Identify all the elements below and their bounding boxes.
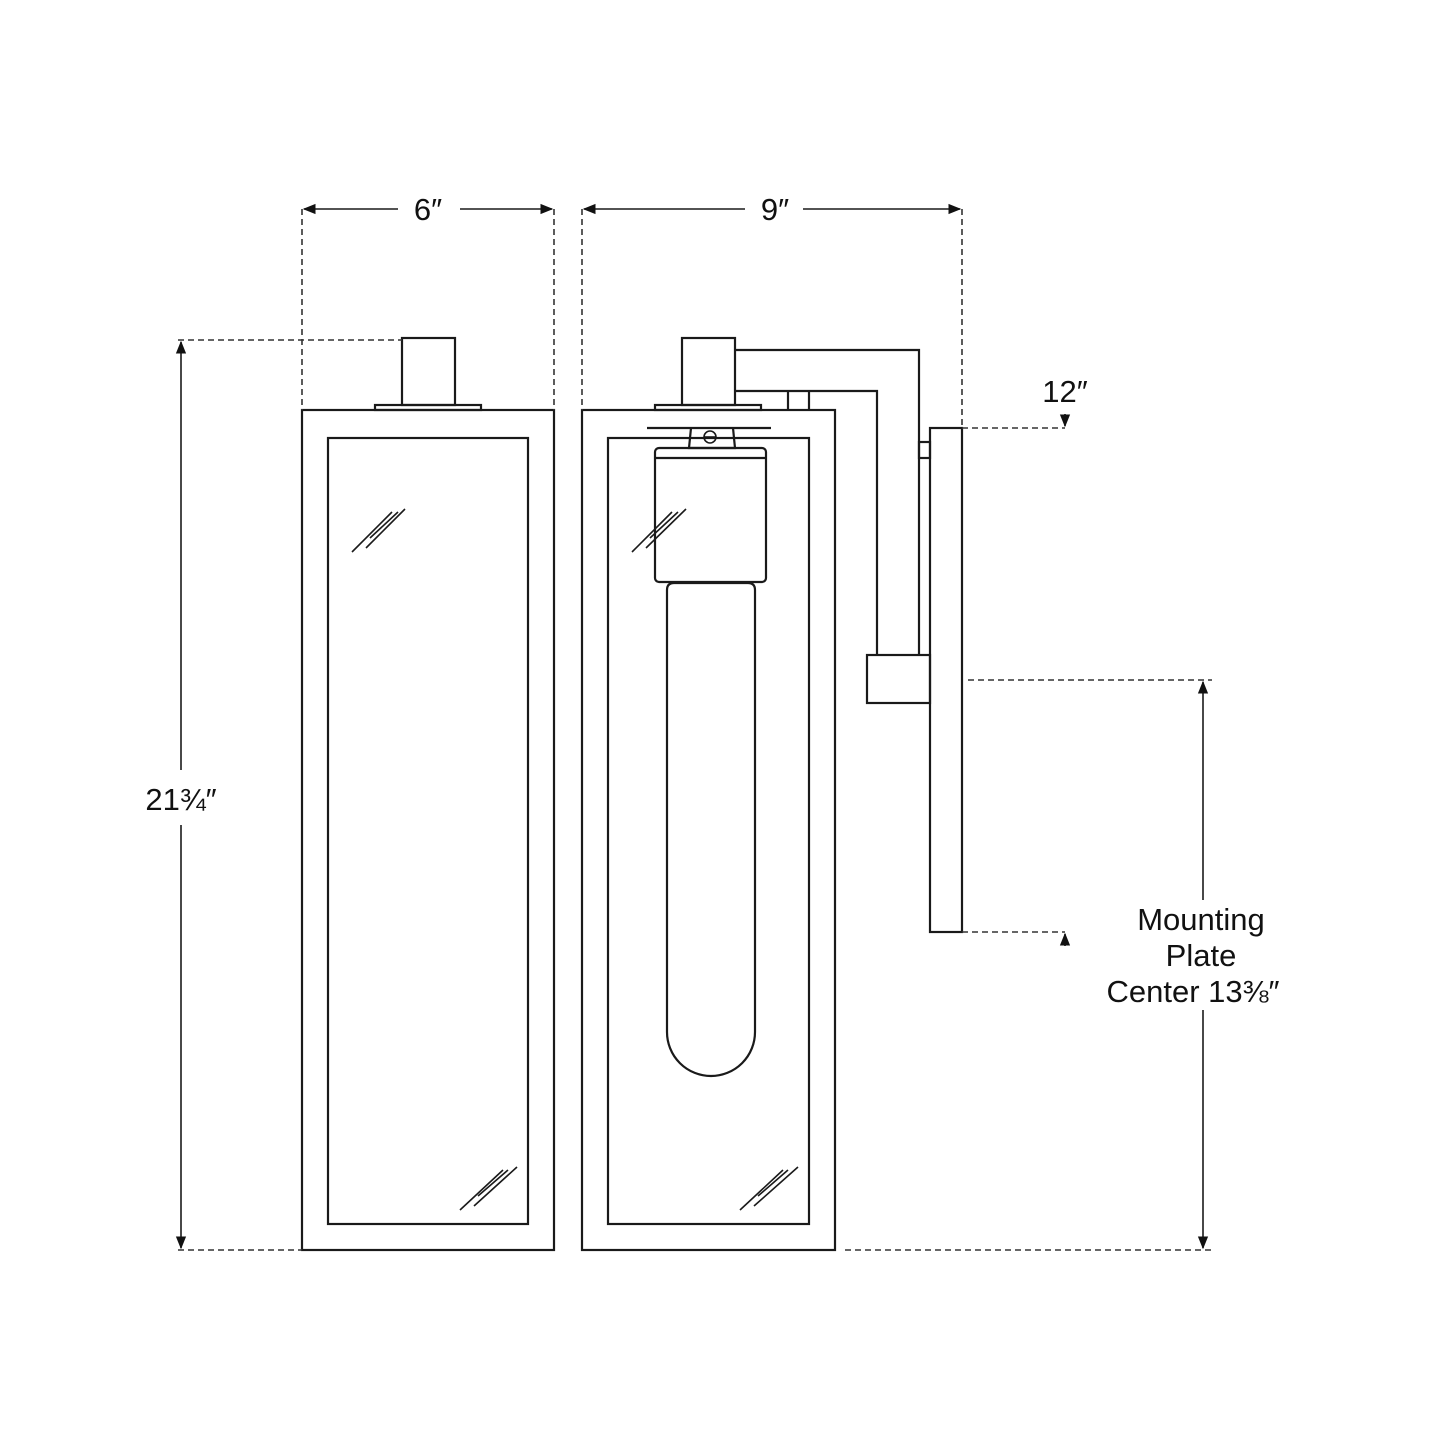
extension-lines [178, 209, 1213, 1251]
front-top-plate [373, 403, 483, 412]
mounting-label-line3: Center 13⅜″ [1107, 974, 1280, 1009]
mounting-label-line2: Plate [1166, 938, 1237, 973]
arm-mount-block [865, 653, 932, 705]
height-label: 21¾″ [145, 782, 216, 817]
wall-arm [735, 348, 921, 655]
front-glass-panel [326, 436, 530, 1226]
side-view-lantern [580, 336, 964, 1252]
front-top-cap [400, 336, 457, 407]
side-top-cap [680, 336, 737, 407]
front-frame [300, 408, 556, 1252]
dimension-arrows [175, 203, 1209, 1250]
mounting-label-line1: Mounting [1137, 902, 1265, 937]
front-view-lantern [300, 336, 556, 1252]
width-front-label: 6″ [414, 192, 442, 227]
side-top-plate [653, 403, 763, 412]
arm-tab [917, 440, 932, 460]
side-glass-panel [606, 436, 811, 1226]
glass-reflection-icon [631, 508, 799, 1211]
width-side-label: 9″ [761, 192, 789, 227]
glass-reflection-icon [351, 508, 518, 1211]
plate-height-label: 12″ [1042, 374, 1087, 409]
bulb-socket [653, 446, 768, 584]
mounting-plate [928, 426, 964, 934]
tube-bulb [665, 581, 757, 1078]
side-frame [580, 408, 837, 1252]
